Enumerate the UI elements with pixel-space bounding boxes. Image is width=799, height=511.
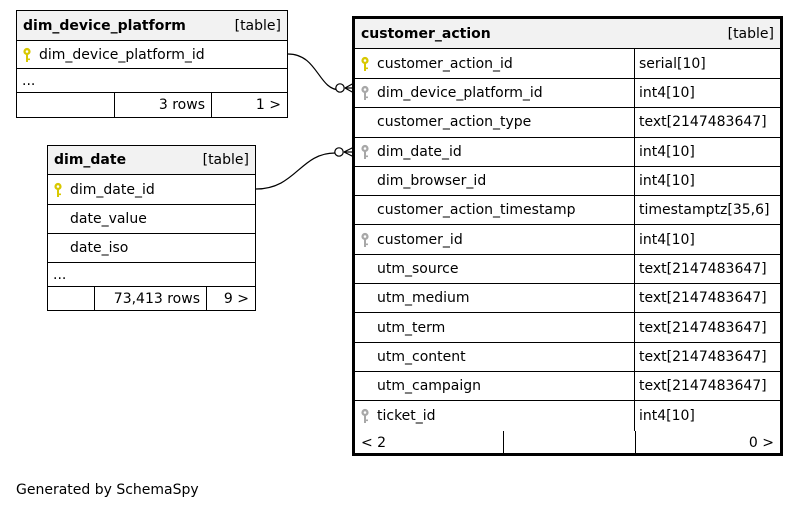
column-name: customer_action_timestamp bbox=[377, 202, 576, 219]
column-name: dim_device_platform_id bbox=[377, 85, 543, 102]
table-customer-action[interactable]: customer_action [table] customer_action_… bbox=[352, 16, 783, 456]
column-row[interactable]: customer_id int4[10] bbox=[355, 225, 780, 255]
optional-marker bbox=[334, 147, 344, 157]
table-name: customer_action bbox=[361, 25, 491, 42]
column-name: customer_action_type bbox=[377, 114, 532, 131]
child-link[interactable]: 0 > bbox=[748, 435, 774, 452]
foreign-key-icon bbox=[355, 79, 375, 107]
column-row[interactable]: dim_date_id int4[10] bbox=[355, 137, 780, 167]
column-row[interactable]: utm_medium text[2147483647] bbox=[355, 284, 780, 314]
foreign-key-icon bbox=[355, 138, 375, 166]
row-count: 3 rows bbox=[115, 93, 212, 117]
table-footer: 3 rows 1 > bbox=[17, 93, 287, 117]
foreign-key-icon bbox=[355, 225, 375, 253]
table-footer: < 2 0 > bbox=[355, 430, 780, 456]
table-dim-device-platform[interactable]: dim_device_platform [table] dim_device_p… bbox=[16, 10, 288, 118]
ellipsis: ... bbox=[22, 72, 36, 89]
row-count: 73,413 rows bbox=[95, 287, 207, 310]
column-name: dim_browser_id bbox=[377, 173, 487, 190]
generator-credit: Generated by SchemaSpy bbox=[16, 482, 199, 498]
column-row[interactable]: dim_date_id bbox=[48, 175, 255, 205]
column-name: dim_date_id bbox=[377, 143, 462, 160]
column-type: text[2147483647] bbox=[634, 284, 780, 313]
column-name: utm_campaign bbox=[377, 378, 482, 395]
column-row[interactable]: dim_device_platform_id int4[10] bbox=[355, 79, 780, 109]
column-type: serial[10] bbox=[634, 49, 780, 78]
column-type: int4[10] bbox=[634, 166, 780, 196]
table-footer: 73,413 rows 9 > bbox=[48, 287, 255, 310]
table-kind: [table] bbox=[234, 17, 281, 34]
column-name: date_value bbox=[70, 211, 147, 227]
column-type: int4[10] bbox=[634, 137, 780, 166]
column-name: date_iso bbox=[70, 240, 129, 256]
table-header[interactable]: customer_action [table] bbox=[355, 19, 780, 49]
column-type: int4[10] bbox=[634, 225, 780, 254]
column-type: text[2147483647] bbox=[634, 342, 780, 371]
more-columns-row: ... bbox=[17, 69, 287, 93]
column-name: customer_id bbox=[377, 231, 463, 248]
primary-key-icon bbox=[355, 49, 375, 78]
column-row[interactable]: customer_action_id serial[10] bbox=[355, 49, 780, 79]
column-row[interactable]: utm_term text[2147483647] bbox=[355, 313, 780, 343]
column-name: customer_action_id bbox=[377, 55, 513, 72]
footer-empty bbox=[17, 93, 115, 117]
child-link[interactable]: 9 > bbox=[223, 290, 249, 307]
column-name: ticket_id bbox=[377, 407, 436, 424]
column-name: utm_content bbox=[377, 348, 466, 365]
table-kind: [table] bbox=[727, 25, 774, 42]
optional-marker bbox=[335, 83, 345, 93]
table-name: dim_date bbox=[54, 152, 127, 168]
table-name: dim_device_platform bbox=[23, 17, 186, 34]
column-row[interactable]: dim_browser_id int4[10] bbox=[355, 166, 780, 197]
column-row[interactable]: utm_content text[2147483647] bbox=[355, 342, 780, 372]
column-row[interactable]: utm_campaign text[2147483647] bbox=[355, 371, 780, 402]
column-type: timestamptz[35,6] bbox=[634, 196, 780, 225]
column-row[interactable]: date_value bbox=[48, 205, 255, 234]
table-dim-date[interactable]: dim_date [table] dim_date_id date_value … bbox=[47, 145, 256, 311]
column-row[interactable]: customer_action_type text[2147483647] bbox=[355, 108, 780, 138]
relationship-date bbox=[255, 152, 336, 190]
column-row[interactable]: utm_source text[2147483647] bbox=[355, 254, 780, 285]
column-type: int4[10] bbox=[634, 79, 780, 108]
table-header[interactable]: dim_device_platform [table] bbox=[17, 11, 287, 41]
footer-empty bbox=[504, 430, 636, 456]
column-type: text[2147483647] bbox=[634, 108, 780, 137]
relationship-device-platform bbox=[287, 53, 341, 91]
column-name: utm_term bbox=[377, 319, 446, 336]
parent-link[interactable]: < 2 bbox=[355, 430, 504, 456]
table-kind: [table] bbox=[202, 152, 249, 168]
ellipsis: ... bbox=[53, 266, 67, 283]
column-row[interactable]: date_iso bbox=[48, 234, 255, 263]
primary-key-icon bbox=[17, 41, 37, 68]
foreign-key-icon bbox=[355, 401, 375, 430]
column-name: dim_device_platform_id bbox=[39, 46, 205, 63]
column-type: int4[10] bbox=[634, 401, 780, 431]
table-header[interactable]: dim_date [table] bbox=[48, 146, 255, 175]
column-type: text[2147483647] bbox=[634, 254, 780, 284]
child-link[interactable]: 1 > bbox=[255, 97, 281, 113]
column-name: utm_source bbox=[377, 260, 459, 277]
footer-empty bbox=[48, 287, 95, 310]
column-name: utm_medium bbox=[377, 290, 470, 307]
column-row[interactable]: customer_action_timestamp timestamptz[35,… bbox=[355, 196, 780, 226]
column-row[interactable]: ticket_id int4[10] bbox=[355, 401, 780, 431]
column-name: dim_date_id bbox=[70, 181, 155, 198]
more-columns-row: ... bbox=[48, 263, 255, 287]
column-type: text[2147483647] bbox=[634, 371, 780, 401]
primary-key-icon bbox=[48, 175, 68, 204]
column-type: text[2147483647] bbox=[634, 313, 780, 342]
column-row[interactable]: dim_device_platform_id bbox=[17, 41, 287, 69]
